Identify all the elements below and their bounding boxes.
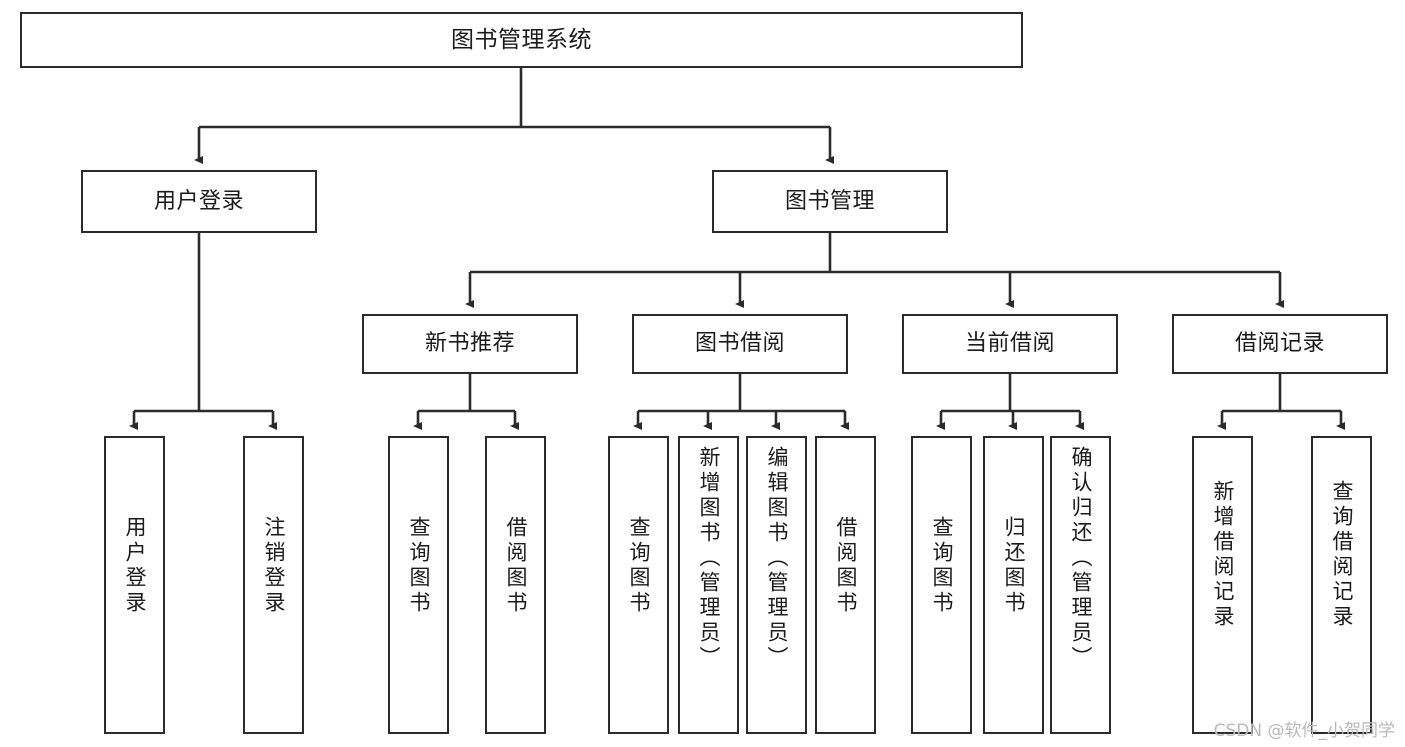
node-root-label: 图书管理系统 (451, 26, 592, 53)
node-current-borrow[interactable]: 当前借阅 (902, 314, 1118, 374)
node-leaf-edit-book[interactable]: 编辑图书（管理员） (746, 436, 807, 734)
node-leaf-borrow-book-1-label: 借阅图书 (504, 516, 528, 616)
node-book-borrow-label: 图书借阅 (694, 331, 785, 357)
node-book-manage[interactable]: 图书管理 (712, 170, 948, 233)
node-leaf-add-record[interactable]: 新增借阅记录 (1192, 436, 1253, 734)
watermark: CSDN @软件_小贺同学 (1213, 721, 1395, 741)
node-leaf-edit-book-label: 编辑图书（管理员） (765, 446, 789, 671)
node-leaf-query-book-1-label: 查询图书 (407, 516, 431, 616)
node-leaf-return-book[interactable]: 归还图书 (983, 436, 1044, 734)
node-leaf-logout[interactable]: 注销登录 (243, 436, 304, 734)
node-leaf-add-book-label: 新增图书（管理员） (697, 446, 721, 671)
node-new-book-rec-label: 新书推荐 (424, 331, 515, 357)
node-user-login[interactable]: 用户登录 (81, 170, 317, 233)
node-leaf-borrow-book-1[interactable]: 借阅图书 (485, 436, 546, 734)
node-root[interactable]: 图书管理系统 (20, 12, 1023, 68)
node-leaf-query-book-2-label: 查询图书 (627, 516, 651, 616)
node-borrow-record[interactable]: 借阅记录 (1172, 314, 1388, 374)
node-leaf-confirm-return[interactable]: 确认归还（管理员） (1050, 436, 1111, 734)
node-leaf-query-record-label: 查询借阅记录 (1330, 480, 1354, 630)
node-leaf-logout-label: 注销登录 (262, 516, 286, 616)
node-book-manage-label: 图书管理 (784, 188, 875, 214)
node-leaf-return-book-label: 归还图书 (1002, 516, 1026, 616)
node-leaf-query-book-3[interactable]: 查询图书 (911, 436, 972, 734)
node-leaf-query-record[interactable]: 查询借阅记录 (1311, 436, 1372, 734)
node-current-borrow-label: 当前借阅 (964, 331, 1055, 357)
node-leaf-add-record-label: 新增借阅记录 (1211, 480, 1235, 630)
node-leaf-query-book-3-label: 查询图书 (930, 516, 954, 616)
node-leaf-query-book-2[interactable]: 查询图书 (608, 436, 669, 734)
node-leaf-add-book[interactable]: 新增图书（管理员） (678, 436, 739, 734)
node-new-book-rec[interactable]: 新书推荐 (362, 314, 578, 374)
node-leaf-query-book-1[interactable]: 查询图书 (388, 436, 449, 734)
node-user-login-label: 用户登录 (153, 188, 244, 214)
node-book-borrow[interactable]: 图书借阅 (632, 314, 848, 374)
node-leaf-user-login-label: 用户登录 (123, 516, 147, 616)
node-leaf-user-login[interactable]: 用户登录 (104, 436, 165, 734)
node-leaf-borrow-book-2-label: 借阅图书 (834, 516, 858, 616)
node-borrow-record-label: 借阅记录 (1234, 331, 1325, 357)
node-leaf-confirm-return-label: 确认归还（管理员） (1069, 446, 1093, 671)
node-leaf-borrow-book-2[interactable]: 借阅图书 (815, 436, 876, 734)
